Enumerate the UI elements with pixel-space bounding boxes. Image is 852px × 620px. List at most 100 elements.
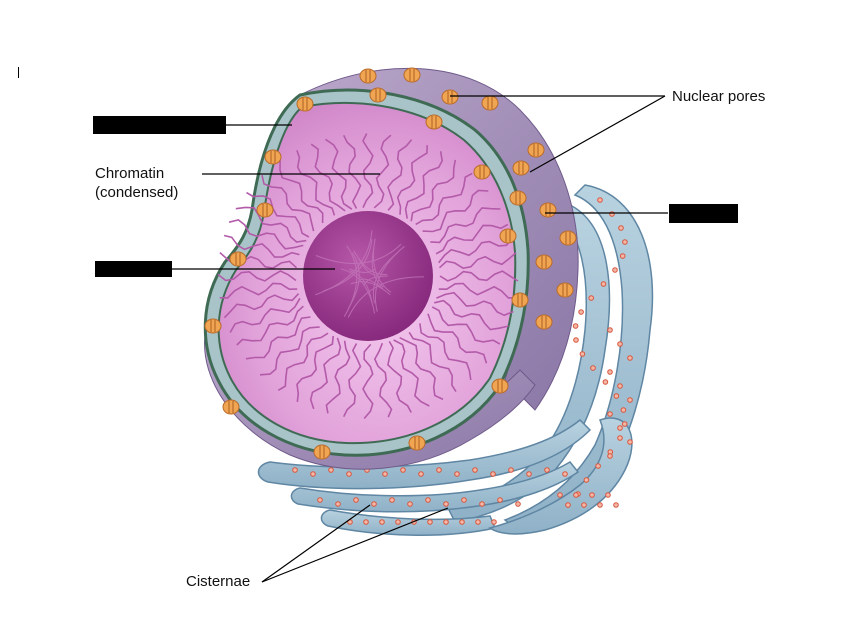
ribosome xyxy=(600,281,607,287)
ribosome xyxy=(618,225,624,231)
text-cursor-mark xyxy=(18,67,19,78)
ribosome xyxy=(475,519,481,525)
chromatin-strand xyxy=(219,282,298,299)
ribosome xyxy=(508,467,514,473)
nucleolus-fiber xyxy=(372,238,392,293)
leader-pores-2 xyxy=(529,95,666,173)
leader-cisternae-1 xyxy=(261,504,371,583)
ribosome xyxy=(581,502,587,508)
chromatin-strand xyxy=(310,143,346,212)
nucleolus-fiber xyxy=(371,247,384,288)
ribosome xyxy=(607,411,613,417)
nucleolus-fiber xyxy=(315,243,402,265)
ribosome xyxy=(565,502,571,508)
label-nuclear-pores: Nuclear pores xyxy=(672,88,766,105)
chromatin-strand xyxy=(228,219,304,250)
ribosome xyxy=(620,407,627,413)
ribosome xyxy=(346,471,352,477)
ribosome xyxy=(472,467,478,473)
nuclear-pore xyxy=(222,399,240,415)
ribosome xyxy=(371,501,377,507)
ribosome xyxy=(617,341,623,347)
ribosome xyxy=(597,197,603,203)
chromatin-strand xyxy=(223,234,300,258)
ribosome xyxy=(617,435,623,441)
nuclear-pore xyxy=(256,202,274,218)
nucleolus xyxy=(303,211,433,341)
ribosome xyxy=(425,497,431,503)
nuclear-pore xyxy=(512,160,530,176)
ribosome xyxy=(617,383,623,389)
nucleolus-fiber xyxy=(340,268,375,314)
ribosome xyxy=(595,463,601,469)
nuclear-pore xyxy=(499,228,517,244)
chromatin-strand xyxy=(223,293,300,319)
chromatin-strand xyxy=(229,297,301,333)
chromatin-strand xyxy=(235,206,307,243)
chromatin-strand xyxy=(279,160,324,224)
nucleolus-texture xyxy=(315,230,425,318)
chromatin-strand xyxy=(373,342,393,418)
redacted-label-nucleolus xyxy=(95,261,172,277)
nuclear-pores xyxy=(204,67,577,460)
ribosome xyxy=(607,327,613,333)
chromatin-strand xyxy=(245,316,311,360)
ribosome xyxy=(627,355,633,361)
chromatin-strand xyxy=(296,335,334,402)
ribosome xyxy=(607,369,613,375)
ribosome xyxy=(578,309,584,315)
chromatin-strand xyxy=(399,336,444,401)
nucleolus-fiber xyxy=(353,250,387,275)
chromatin-strand xyxy=(342,343,362,418)
nucleolus-fiber xyxy=(373,252,399,304)
nuclear-pore xyxy=(481,95,499,111)
ribosome xyxy=(400,467,406,473)
ribosome xyxy=(617,425,623,431)
label-cisternae: Cisternae xyxy=(186,573,251,590)
chromatin-strand xyxy=(415,172,473,226)
nuclear-pore xyxy=(369,87,387,103)
nucleolus-fiber xyxy=(374,245,405,312)
chromatin-strand xyxy=(296,150,336,216)
ribosome xyxy=(590,365,596,371)
redacted-label-nuclear-envelope xyxy=(93,116,226,134)
chromatin-strand xyxy=(422,189,489,233)
ribosome xyxy=(395,519,401,525)
nuclear-pore xyxy=(296,96,314,112)
ribosome xyxy=(407,501,413,507)
ribosome xyxy=(605,492,611,498)
ribosome xyxy=(526,471,532,477)
nuclear-pore xyxy=(535,314,553,330)
er-sheet-right xyxy=(488,417,633,535)
ribosome xyxy=(544,467,550,473)
ribosome xyxy=(379,519,385,525)
ribosome xyxy=(335,501,341,507)
label-chromatin-condensed: (condensed) xyxy=(95,184,179,201)
chromatin-strand xyxy=(438,282,517,299)
nucleolus-fiber xyxy=(323,239,373,292)
nuclear-pore xyxy=(491,378,509,394)
chromatin-strand xyxy=(362,343,374,420)
nuclear-pore xyxy=(403,67,421,83)
er-sheet-3 xyxy=(257,418,592,490)
ribosome xyxy=(479,501,485,507)
ribosome xyxy=(621,421,628,427)
nuclear-pore xyxy=(473,164,491,180)
chromatin-strand xyxy=(246,191,310,238)
ribosome xyxy=(588,295,595,301)
ribosome xyxy=(612,267,618,273)
chromatin-strand xyxy=(396,145,428,215)
chromatin-strand xyxy=(277,332,329,391)
nuclear-pore xyxy=(511,292,529,308)
ribosome xyxy=(627,439,633,445)
nuclear-pore xyxy=(535,254,553,270)
ribosome xyxy=(579,351,586,357)
ribosome xyxy=(589,492,595,498)
ribosome xyxy=(583,477,590,483)
ribosome xyxy=(613,502,619,508)
ribosome xyxy=(310,471,316,477)
ribosome xyxy=(363,519,369,525)
label-chromatin: Chromatin xyxy=(95,165,165,182)
